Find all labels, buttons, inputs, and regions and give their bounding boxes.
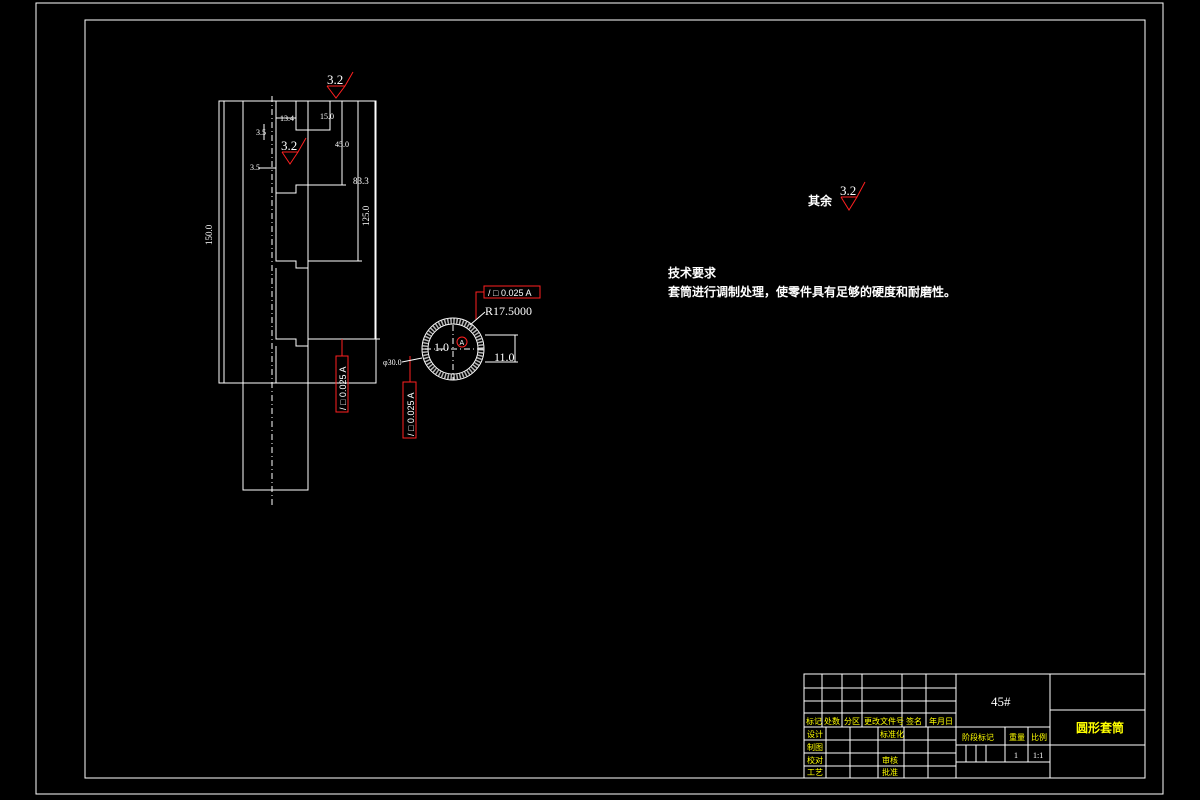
- tb-header-3: 更改文件号: [864, 716, 904, 726]
- radius-leader: [469, 311, 486, 326]
- tb-right-label-2: 批准: [882, 767, 898, 777]
- tol-frame-2-text: / □ 0.025 A: [406, 393, 416, 436]
- tb-header-5: 年月日: [929, 716, 953, 726]
- part-name: 圆形套筒: [1076, 720, 1124, 735]
- scale-label: 比例: [1031, 732, 1047, 742]
- section-tol-text: / □ 0.025 A: [488, 288, 531, 298]
- tb-header-4: 签名: [906, 716, 922, 726]
- other-roughness-label: 其余: [808, 193, 833, 208]
- dim-1-0-label: 1.0: [434, 340, 449, 354]
- quantity-value: 1: [1014, 751, 1018, 760]
- tol-frame-1: [335, 355, 349, 413]
- dim-13-label: 13.4: [280, 114, 294, 123]
- tol-frame-1-text: / □ 0.025 A: [338, 367, 348, 410]
- dim-45-label: 45.0: [335, 140, 349, 149]
- tb-header-1: 处数: [824, 716, 840, 726]
- tb-row-label-1: 制图: [807, 742, 823, 752]
- dim-83-label: 83.3: [353, 176, 369, 186]
- roughness-symbol-inner: [281, 137, 307, 165]
- tol-frame-2: [402, 381, 417, 439]
- roughness-symbol-top: [326, 71, 354, 99]
- tb-right-label-1: 审核: [882, 755, 898, 765]
- title-block: 标记 处数 分区 更改文件号 签名 年月日 设计 制图 校对 工艺 标准化 审核…: [803, 673, 1146, 779]
- section-tol-leader: [475, 291, 484, 320]
- other-roughness-value: 3.2: [840, 183, 856, 198]
- radius-label: R17.5000: [485, 304, 532, 318]
- tech-req-title: 技术要求: [668, 265, 717, 280]
- dim-3-5b-label: 3.5: [250, 163, 260, 172]
- inner-border: [84, 19, 1146, 779]
- dim-11-0-label: 11.0: [494, 350, 515, 364]
- material-label: 45#: [991, 694, 1011, 709]
- tech-req-line1: 套筒进行调制处理，使零件具有足够的硬度和耐磨性。: [667, 284, 956, 299]
- outer-frame: [35, 2, 1164, 795]
- tb-right-label-0: 标准化: [880, 729, 904, 739]
- top-groove: [295, 101, 331, 131]
- other-roughness-symbol: [840, 181, 866, 211]
- dim-125-label: 125.0: [361, 205, 371, 226]
- part-elevation-view: 150.0 125.0 83.3 45.0 13.4 15.0 3.5 3.5 …: [204, 71, 417, 505]
- weight-label: 重量: [1009, 732, 1025, 742]
- tb-header-0: 标记: [806, 716, 822, 726]
- tb-row-label-3: 工艺: [807, 768, 823, 777]
- title-block-frame: [803, 673, 1146, 779]
- dim-15-label: 15.0: [320, 112, 334, 121]
- shaft-outline: [242, 383, 309, 491]
- dim-3-5a-label: 3.5: [256, 128, 266, 137]
- dim-150-label: 150.0: [204, 224, 214, 245]
- scale-value: 1:1: [1033, 751, 1043, 760]
- diameter-leader: [401, 357, 423, 363]
- roughness-inner-value: 3.2: [281, 138, 297, 153]
- bore-step-2: [275, 193, 308, 269]
- tb-row-label-2: 校对: [807, 755, 823, 765]
- bore-step-3: [275, 268, 308, 347]
- diameter-label: φ30.0: [383, 358, 402, 367]
- datum-a-symbol: [456, 336, 468, 348]
- tb-header-2: 分区: [844, 717, 860, 726]
- other-roughness-note: 其余 3.2: [808, 181, 866, 211]
- part-outline: [218, 100, 377, 384]
- datum-a-label: A: [460, 340, 465, 347]
- section-view: A / □ 0.025 A R17.5000 1.0 11.0 φ30.0: [383, 285, 541, 381]
- stage-label: 阶段标记: [962, 732, 994, 742]
- tb-row-label-0: 设计: [807, 729, 823, 739]
- bore-step-1: [275, 101, 308, 194]
- roughness-top-value: 3.2: [327, 72, 343, 87]
